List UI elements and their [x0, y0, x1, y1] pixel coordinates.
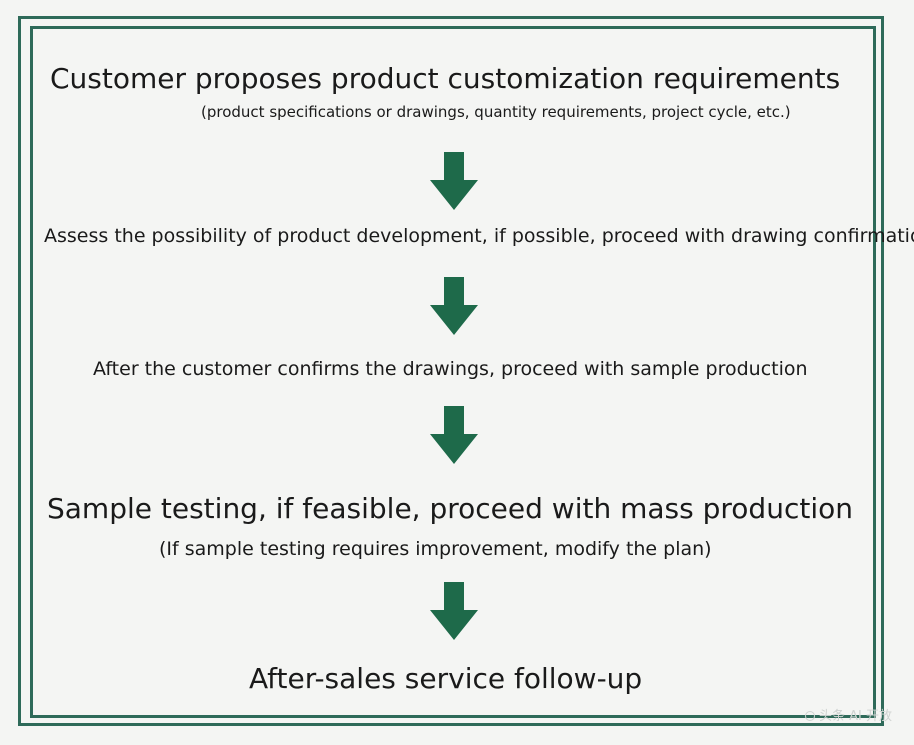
watermark-logo-icon	[805, 711, 815, 721]
step-5-title: After-sales service follow-up	[249, 662, 643, 695]
watermark: 头条 AI 开放	[805, 710, 892, 723]
step-1-note: (product specifications or drawings, qua…	[201, 103, 791, 121]
step-2-title: Assess the possibility of product develo…	[44, 225, 914, 247]
step-4-note: (If sample testing requires improvement,…	[159, 538, 712, 560]
outer-border	[18, 16, 884, 726]
inner-border	[30, 26, 876, 718]
down-arrow-icon	[430, 152, 478, 210]
watermark-text: 头条 AI 开放	[819, 709, 892, 724]
step-4-title: Sample testing, if feasible, proceed wit…	[47, 492, 853, 525]
step-3-title: After the customer confirms the drawings…	[93, 358, 808, 380]
down-arrow-icon	[430, 406, 478, 464]
down-arrow-icon	[430, 582, 478, 640]
step-1-title: Customer proposes product customization …	[50, 62, 841, 95]
down-arrow-icon	[430, 277, 478, 335]
